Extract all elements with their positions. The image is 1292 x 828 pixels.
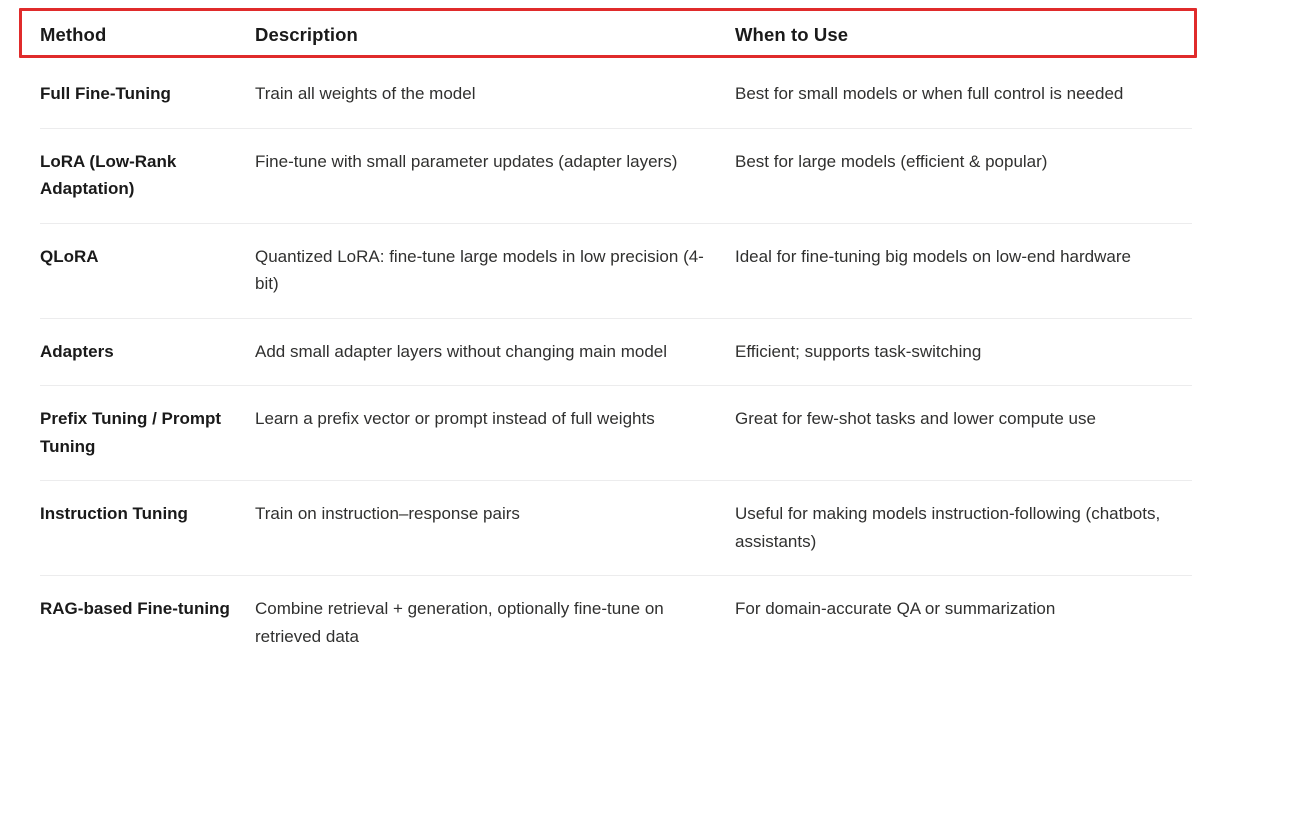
comparison-table-container: Method Description When to Use Full Fine…: [40, 8, 1192, 671]
cell-method: QLoRA: [40, 222, 255, 319]
table-row: QLoRA Quantized LoRA: fine-tune large mo…: [40, 222, 1192, 319]
cell-description: Fine-tune with small parameter updates (…: [255, 127, 735, 224]
fine-tuning-methods-table: Method Description When to Use Full Fine…: [40, 8, 1192, 671]
cell-description: Train all weights of the model: [255, 84, 476, 103]
table-row: Instruction Tuning Train on instruction–…: [40, 480, 1192, 576]
column-header-description: Description: [255, 24, 358, 45]
cell-method: LoRA (Low-Rank Adaptation): [40, 127, 255, 224]
cell-when-to-use: Useful for making models instruction-fol…: [735, 480, 1192, 576]
cell-when-to-use: Ideal for fine-tuning big models on low-…: [735, 222, 1192, 319]
table-row: Full Fine-Tuning Train all weights of th…: [40, 62, 1192, 128]
cell-when-to-use: Efficient; supports task-switching: [735, 317, 1192, 386]
cell-when-to-use: Great for few-shot tasks and lower compu…: [735, 385, 1192, 481]
column-header-when-to-use: When to Use: [735, 24, 849, 45]
cell-description: Quantized LoRA: fine-tune large models i…: [255, 222, 735, 319]
cell-method: RAG-based Fine-tuning: [40, 575, 255, 671]
cell-description: Train on instruction–response pairs: [255, 480, 735, 576]
cell-method: Full Fine-Tuning: [40, 84, 171, 103]
table-body: Full Fine-Tuning Train all weights of th…: [40, 62, 1192, 671]
cell-when-to-use: Best for large models (efficient & popul…: [735, 127, 1192, 224]
table-row: Adapters Add small adapter layers withou…: [40, 317, 1192, 386]
cell-description: Add small adapter layers without changin…: [255, 317, 735, 386]
table-row: Prefix Tuning / Prompt Tuning Learn a pr…: [40, 385, 1192, 481]
table-header-row: Method Description When to Use: [40, 8, 1192, 62]
table-header: Method Description When to Use: [40, 8, 1192, 62]
cell-description: Learn a prefix vector or prompt instead …: [255, 385, 735, 481]
table-row: LoRA (Low-Rank Adaptation) Fine-tune wit…: [40, 127, 1192, 224]
column-header-method: Method: [40, 24, 107, 45]
table-row: RAG-based Fine-tuning Combine retrieval …: [40, 575, 1192, 671]
cell-method: Instruction Tuning: [40, 480, 255, 576]
cell-method: Adapters: [40, 317, 255, 386]
cell-when-to-use: Best for small models or when full contr…: [735, 84, 1124, 103]
cell-method: Prefix Tuning / Prompt Tuning: [40, 385, 255, 481]
cell-description: Combine retrieval + generation, optional…: [255, 575, 735, 671]
cell-when-to-use: For domain-accurate QA or summarization: [735, 575, 1192, 671]
